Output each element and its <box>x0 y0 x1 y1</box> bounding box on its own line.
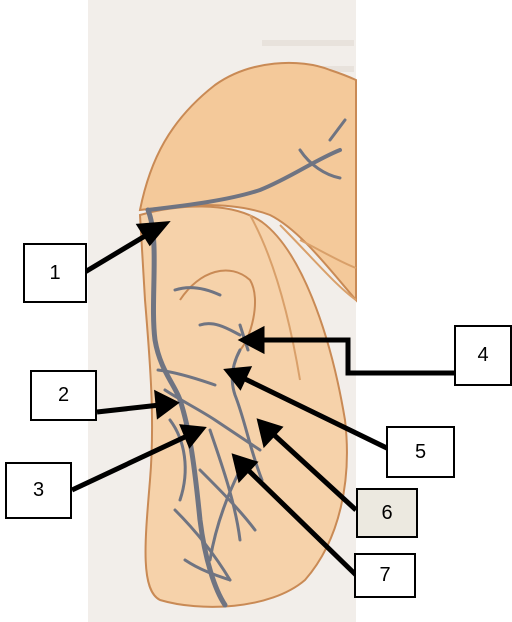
faint-text-line <box>262 40 354 46</box>
label-3: 3 <box>5 462 72 519</box>
label-5: 5 <box>386 426 455 478</box>
label-6: 6 <box>356 488 418 538</box>
label-1: 1 <box>23 243 87 303</box>
label-2: 2 <box>30 370 97 421</box>
label-4: 4 <box>454 325 512 386</box>
label-7: 7 <box>354 553 416 598</box>
